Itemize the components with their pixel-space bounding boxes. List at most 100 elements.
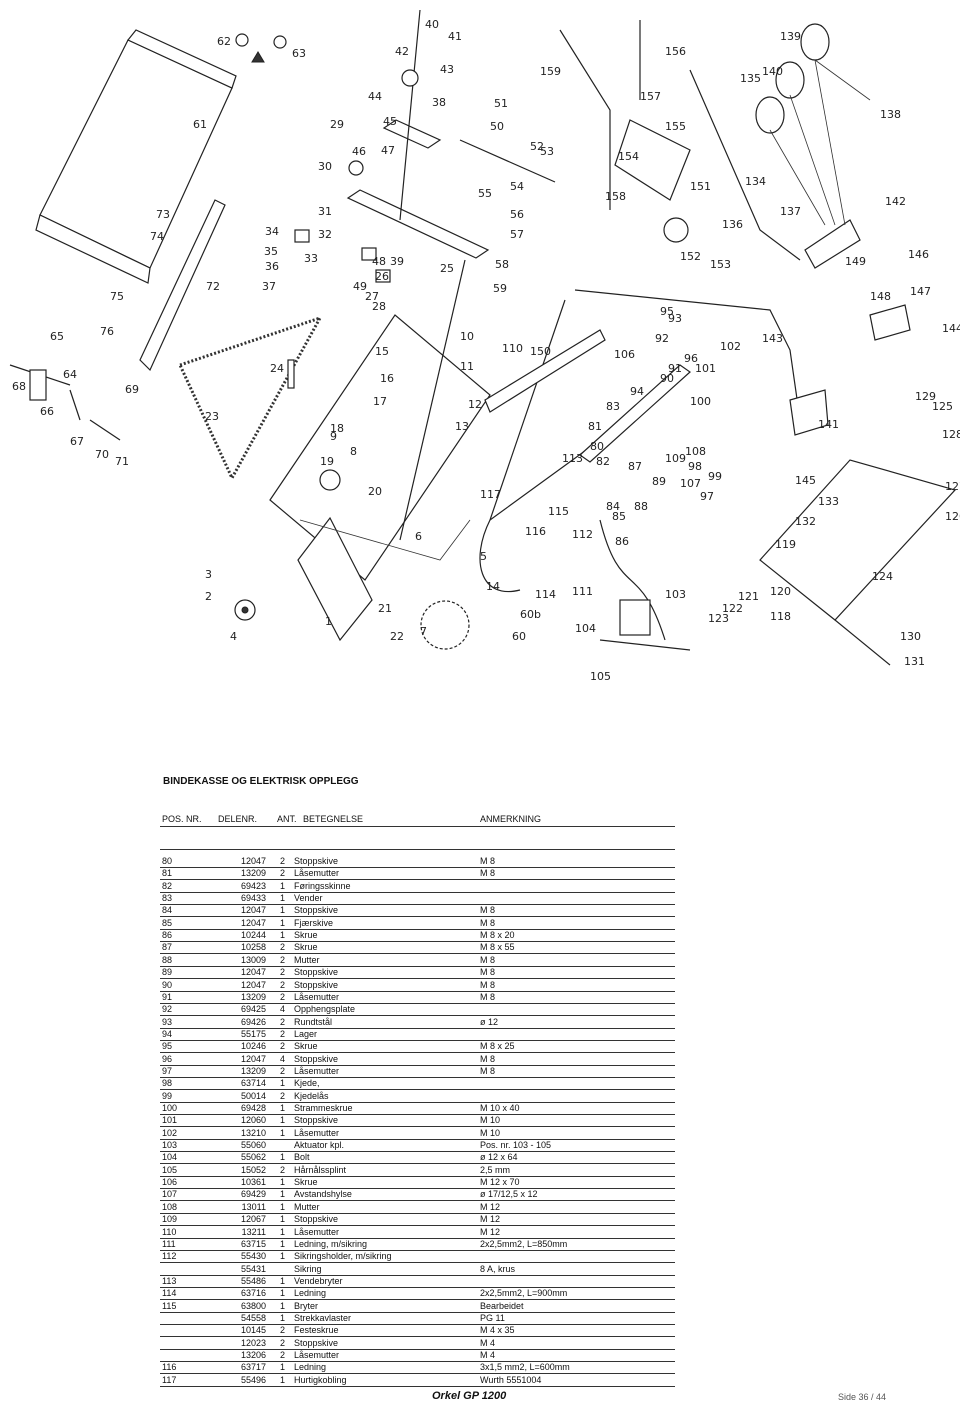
table-cell-del: 10145 (240, 1325, 266, 1336)
callout-60: 60 (512, 630, 526, 643)
row-rule (160, 978, 675, 980)
table-cell-name: Vendebryter (294, 1275, 343, 1286)
row-rule (160, 965, 675, 967)
table-cell-name: Aktuator kpl. (294, 1140, 345, 1151)
table-cell-ant: 1 (280, 1127, 286, 1138)
row-rule (160, 1015, 675, 1017)
table-cell-name: Låsemutter (294, 1350, 340, 1360)
header-rule (160, 826, 675, 827)
callout-66: 66 (40, 405, 54, 418)
table-cell-pos: 106 (162, 1177, 178, 1188)
table-cell-pos: 95 (162, 1041, 173, 1052)
table-cell-pos: 108 (162, 1201, 178, 1212)
table-cell-pos: 94 (162, 1028, 173, 1039)
table-cell-del: 10258 (240, 942, 266, 953)
row-rule (160, 1163, 675, 1165)
table-cell-del: 12047 (240, 979, 266, 990)
table-cell-ant: 1 (280, 1189, 286, 1200)
callout-29: 29 (330, 118, 344, 131)
table-cell-note: M 12 (480, 1226, 501, 1237)
table-cell-del: 55175 (240, 1028, 266, 1039)
callout-145: 145 (795, 474, 816, 487)
table-cell-ant: 1 (280, 1312, 286, 1323)
table-cell-note: ø 17/12,5 x 12 (480, 1189, 538, 1200)
table-cell-name: Hårnålssplint (294, 1164, 347, 1175)
row-rule (160, 1361, 675, 1362)
table-cell-pos: 111 (162, 1238, 176, 1249)
table-cell-pos: 110 (162, 1226, 177, 1237)
row-rule (160, 1175, 675, 1177)
callout-153: 153 (710, 258, 731, 271)
callout-132: 132 (795, 515, 816, 528)
table-cell-del: 10244 (240, 930, 266, 941)
callout-84: 84 (606, 500, 620, 513)
table-cell-pos: 107 (162, 1189, 178, 1200)
table-cell-del: 55486 (240, 1275, 266, 1286)
table-cell-name: Låsemutter (294, 1127, 340, 1138)
table-cell-del: 63717 (240, 1362, 266, 1373)
table-cell-pos: 91 (162, 991, 173, 1002)
callout-60b: 60b (520, 608, 541, 621)
callout-125: 125 (932, 400, 953, 413)
callout-96: 96 (684, 352, 698, 365)
table-cell-pos: 99 (162, 1090, 173, 1101)
callout-30: 30 (318, 160, 332, 173)
table-cell-ant: 1 (280, 930, 286, 941)
table-cell-pos: 103 (162, 1140, 178, 1151)
callout-107: 107 (680, 477, 701, 490)
table-cell-del: 55062 (240, 1152, 266, 1163)
table-top-rule (160, 849, 675, 850)
table-cell-name: Skrue (294, 1041, 318, 1052)
table-cell-pos: 100 (162, 1103, 178, 1113)
row-rule (160, 1126, 675, 1128)
table-cell-ant: 2 (280, 1016, 286, 1027)
table-cell-name: Skrue (294, 1177, 318, 1188)
callout-150: 150 (530, 345, 551, 358)
callout-83: 83 (606, 400, 620, 413)
callout-95: 95 (660, 305, 674, 318)
table-cell-del: 63800 (240, 1300, 266, 1311)
table-cell-ant: 2 (280, 1325, 286, 1336)
table-cell-name: Ledning (294, 1288, 327, 1299)
callout-35: 35 (264, 245, 278, 258)
table-cell-ant: 1 (280, 917, 286, 928)
table-cell-name: Ledning, m/sikring (294, 1238, 368, 1249)
row-rule (160, 1151, 675, 1153)
table-cell-ant: 2 (280, 1065, 286, 1076)
callout-124: 124 (872, 570, 893, 583)
callout-140: 140 (762, 65, 783, 78)
callout-109: 109 (665, 452, 686, 465)
table-cell-del: 69426 (240, 1016, 266, 1027)
table-cell-ant: 1 (280, 1300, 286, 1311)
callout-75: 75 (110, 290, 124, 303)
table-cell-note: M 8 (480, 868, 496, 879)
table-cell-ant: 1 (280, 880, 286, 891)
table-cell-del: 13011 (241, 1201, 266, 1212)
callout-31: 31 (318, 205, 332, 218)
row-rule (160, 953, 675, 955)
callout-13: 13 (455, 420, 469, 433)
callout-142: 142 (885, 195, 906, 208)
callout-127: 127 (945, 480, 960, 493)
callout-147: 147 (910, 285, 931, 298)
callout-86: 86 (615, 535, 629, 548)
table-cell-note: M 4 (480, 1337, 496, 1348)
callout-26: 26 (375, 270, 389, 283)
table-cell-ant: 2 (280, 1164, 286, 1175)
callout-143: 143 (762, 332, 783, 345)
table-cell-name: Kjede, (294, 1078, 320, 1089)
table-cell-pos: 85 (162, 917, 173, 928)
callout-4: 4 (230, 630, 237, 643)
callout-82: 82 (596, 455, 610, 468)
table-cell-pos: 97 (162, 1065, 173, 1076)
callout-133: 133 (818, 495, 839, 508)
table-cell-ant: 1 (280, 1374, 286, 1385)
table-cell-ant: 2 (280, 942, 286, 953)
callout-137: 137 (780, 205, 801, 218)
table-cell-name: Hurtigkobling (294, 1374, 347, 1385)
table-cell-pos: 117 (162, 1374, 177, 1385)
callout-134: 134 (745, 175, 766, 188)
row-rule (160, 1323, 675, 1325)
table-cell-note: M 12 (480, 1214, 501, 1225)
table-cell-del: 12047 (240, 856, 266, 866)
